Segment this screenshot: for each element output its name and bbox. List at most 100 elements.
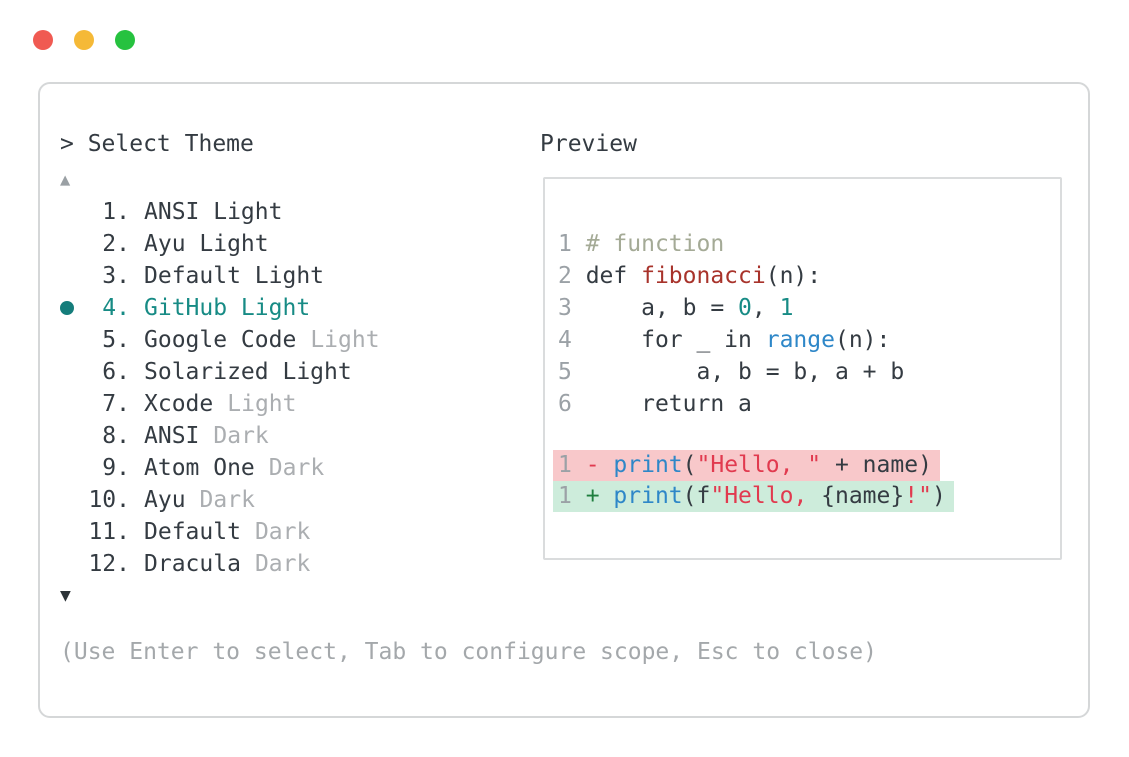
code-token: {name} [821, 483, 905, 509]
theme-item-name: ANSI Light [144, 199, 283, 225]
theme-list-item[interactable]: 7. Xcode Light [60, 388, 380, 420]
code-token: (n): [834, 327, 891, 353]
code-token: (f [682, 483, 711, 509]
window-controls [33, 30, 135, 50]
minimize-button[interactable] [74, 30, 94, 50]
diff-removed-highlight: 1 - print("Hello, " + name) [553, 450, 940, 481]
theme-item-variant: Light [227, 391, 297, 417]
code-token: ) [931, 483, 946, 509]
footer-hint: (Use Enter to select, Tab to configure s… [60, 639, 877, 665]
theme-item-number: 5. [102, 327, 130, 353]
theme-list-item[interactable]: 11. Default Dark [60, 516, 380, 548]
code-token: + name) [821, 452, 932, 478]
code-token: 1 [558, 231, 586, 257]
theme-item-name: Ayu Light [144, 231, 269, 257]
theme-item-number: 12. [88, 551, 130, 577]
code-token: ( [682, 452, 697, 478]
theme-list-item[interactable]: 12. Dracula Dark [60, 548, 380, 580]
code-token: 1 [779, 295, 794, 321]
zoom-button[interactable] [115, 30, 135, 50]
code-token: a, b = b, a + b [585, 359, 905, 385]
diff-line: 1 - print("Hello, " + name) [553, 450, 954, 481]
theme-list-item[interactable]: 3. Default Light [60, 260, 380, 292]
theme-list-item[interactable]: 6. Solarized Light [60, 356, 380, 388]
code-line: 3 a, b = 0, 1 [558, 292, 954, 324]
code-token: return a [585, 391, 752, 417]
selection-gutter [60, 301, 88, 315]
code-token: , [751, 295, 780, 321]
close-button[interactable] [33, 30, 53, 50]
theme-list-item[interactable]: 4. GitHub Light [60, 292, 380, 324]
code-token: def [585, 263, 642, 289]
preview-label: Preview [540, 131, 637, 157]
code-line: 2 def fibonacci(n): [558, 260, 954, 292]
theme-item-variant: Dark [254, 519, 311, 545]
theme-item-variant: Dark [213, 423, 269, 449]
theme-item-name: GitHub Light [144, 295, 311, 321]
code-token: print [613, 452, 683, 478]
code-token: "Hello, [710, 483, 822, 509]
theme-item-number: 7. [102, 391, 130, 417]
theme-item-name: Dracula [144, 551, 241, 577]
diff-added-highlight: 1 + print(f"Hello, {name}!") [553, 481, 954, 512]
theme-item-number: 1. [102, 199, 130, 225]
theme-item-variant: Dark [254, 551, 311, 577]
code-token: "Hello, " [696, 452, 822, 478]
code-token: (n): [765, 263, 822, 289]
scroll-up-icon[interactable]: ▲ [60, 170, 71, 190]
theme-list-item[interactable]: 8. ANSI Dark [60, 420, 380, 452]
theme-picker-window: > Select Theme Preview ▲ 1. ANSI Light 2.A… [38, 82, 1090, 718]
theme-item-number: 8. [102, 423, 130, 449]
theme-item-number: 3. [102, 263, 130, 289]
code-line: 1 # function [558, 228, 954, 260]
code-token: 1 [558, 452, 586, 478]
theme-item-number: 9. [102, 455, 130, 481]
code-token: print [613, 483, 683, 509]
code-line: 6 return a [558, 388, 954, 420]
diff-line: 1 + print(f"Hello, {name}!") [553, 481, 954, 512]
theme-item-name: ANSI [144, 423, 200, 449]
theme-item-number: 11. [88, 519, 130, 545]
code-token: 6 [558, 391, 586, 417]
scroll-down-icon[interactable]: ▼ [60, 585, 71, 606]
code-line: 5 a, b = b, a + b [558, 356, 954, 388]
theme-item-name: Ayu [144, 487, 186, 513]
theme-item-name: Solarized Light [144, 359, 352, 385]
code-token: 0 [738, 295, 752, 321]
theme-item-name: Xcode [144, 391, 214, 417]
theme-list-item[interactable]: 10. Ayu Dark [60, 484, 380, 516]
code-token: 1 [558, 483, 586, 509]
code-token: !" [904, 483, 932, 509]
theme-item-name: Atom One [144, 455, 255, 481]
code-token: 3 [558, 295, 586, 321]
theme-list-item[interactable]: 2.Ayu Light [60, 228, 380, 260]
theme-item-number: 4. [102, 295, 130, 321]
code-token: 2 [558, 263, 586, 289]
theme-list-item[interactable]: 5. Google Code Light [60, 324, 380, 356]
code-token: fibonacci [641, 263, 766, 289]
theme-item-variant: Dark [199, 487, 255, 513]
diff-lines-container: 1 - print("Hello, " + name)1 + print(f"H… [553, 450, 954, 512]
code-token: range [765, 327, 835, 353]
code-token: 5 [558, 359, 586, 385]
code-token: for _ in [585, 327, 766, 353]
theme-list: 1. ANSI Light 2.Ayu Light 3. Default Light 4.… [60, 196, 380, 580]
code-token: a, b = [585, 295, 739, 321]
theme-item-variant: Light [310, 327, 380, 353]
selected-bullet-icon [60, 301, 74, 315]
prompt: > Select Theme [60, 131, 254, 157]
code-token: + [585, 483, 614, 509]
theme-item-name: Default [144, 519, 241, 545]
theme-item-number: 10. [88, 487, 130, 513]
theme-item-name: Default Light [144, 263, 325, 289]
theme-item-number: 6. [102, 359, 130, 385]
theme-item-variant: Dark [268, 455, 325, 481]
theme-item-name: Google Code [144, 327, 297, 353]
theme-list-item[interactable]: 9. Atom One Dark [60, 452, 380, 484]
theme-list-item[interactable]: 1. ANSI Light [60, 196, 380, 228]
code-token: # function [585, 231, 725, 257]
code-line: 4 for _ in range(n): [558, 324, 954, 356]
